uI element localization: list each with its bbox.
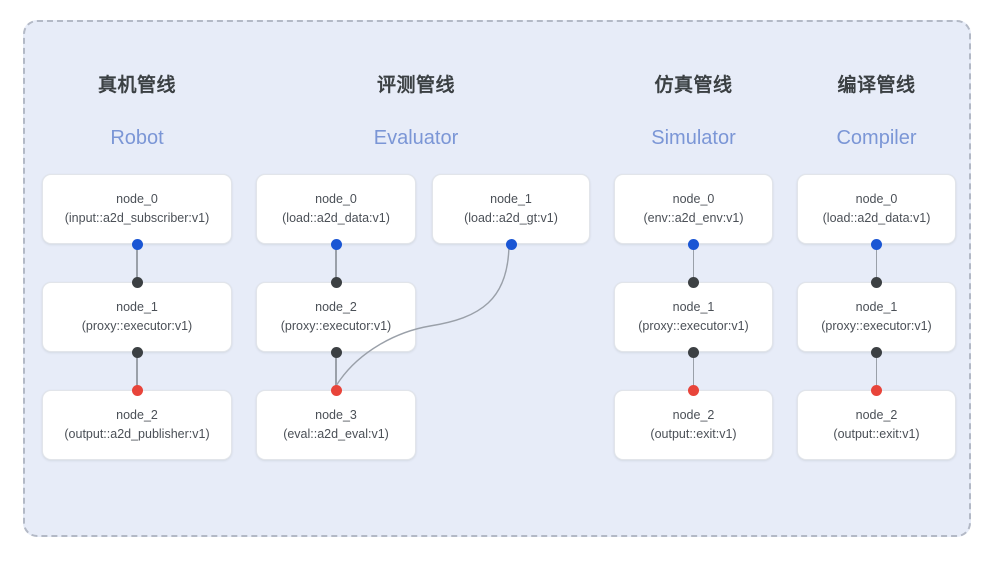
port-output-dot[interactable] — [871, 238, 882, 250]
node-card[interactable]: node_3 (eval::a2d_eval:v1) — [256, 390, 416, 460]
column-title-evaluator: 评测管线 — [376, 75, 455, 96]
node-spec: (proxy::executor:v1) — [638, 319, 749, 333]
column-subtitle-evaluator: Evaluator — [373, 127, 459, 149]
port-output-dot[interactable] — [871, 346, 882, 358]
node-spec: (load::a2d_data:v1) — [282, 211, 390, 225]
node-name: node_0 — [116, 191, 158, 206]
port-output-dot[interactable] — [131, 238, 143, 250]
port-output-dot[interactable] — [330, 346, 342, 358]
node-spec: (proxy::executor:v1) — [280, 319, 392, 333]
node-card[interactable]: node_1 (proxy::executor:v1) — [797, 282, 956, 352]
column-subtitle-simulator: Simulator — [651, 127, 736, 149]
node-name: node_2 — [672, 407, 715, 422]
edge-segment — [692, 244, 695, 282]
port-output-dot[interactable] — [688, 346, 699, 358]
port-output-dot[interactable] — [330, 238, 342, 250]
port-input-dot[interactable] — [688, 276, 699, 288]
edge-segment — [875, 244, 878, 282]
node-card[interactable]: node_1 (proxy::executor:v1) — [42, 282, 232, 352]
node-spec: (eval::a2d_eval:v1) — [283, 427, 389, 441]
node-name: node_2 — [315, 299, 357, 314]
port-input-dot[interactable] — [330, 276, 342, 288]
node-name: node_0 — [855, 191, 898, 206]
edge-segment — [136, 352, 138, 390]
node-spec: (output::exit:v1) — [833, 427, 920, 441]
node-card[interactable]: node_2 (proxy::executor:v1) — [256, 282, 416, 352]
node-name: node_0 — [315, 191, 357, 206]
column-title-compiler: 编译管线 — [837, 75, 916, 96]
node-name: node_1 — [490, 191, 532, 206]
node-spec: (output::a2d_publisher:v1) — [64, 427, 210, 441]
node-card[interactable]: node_2 (output::a2d_publisher:v1) — [42, 390, 232, 460]
node-spec: (load::a2d_data:v1) — [822, 211, 931, 225]
port-output-dot[interactable] — [688, 238, 699, 250]
pipeline-panel: 真机管线 Robot node_0 (input::a2d_subscriber… — [23, 20, 971, 537]
edge-segment — [692, 352, 695, 390]
port-input-dot[interactable] — [688, 384, 699, 396]
port-output-dot[interactable] — [505, 238, 517, 250]
node-spec: (output::exit:v1) — [650, 427, 737, 441]
node-card[interactable]: node_1 (load::a2d_gt:v1) — [432, 174, 590, 244]
node-spec: (env::a2d_env:v1) — [643, 211, 744, 225]
column-subtitle-compiler: Compiler — [836, 127, 917, 149]
node-card[interactable]: node_2 (output::exit:v1) — [614, 390, 773, 460]
node-name: node_2 — [855, 407, 898, 422]
port-input-dot[interactable] — [330, 384, 342, 396]
node-card[interactable]: node_0 (load::a2d_data:v1) — [797, 174, 956, 244]
node-name: node_3 — [315, 407, 357, 422]
edge-segment — [875, 352, 878, 390]
node-card[interactable]: node_0 (load::a2d_data:v1) — [256, 174, 416, 244]
node-spec: (input::a2d_subscriber:v1) — [64, 211, 210, 225]
column-title-robot: 真机管线 — [97, 75, 176, 96]
column-title-simulator: 仿真管线 — [654, 75, 733, 96]
port-input-dot[interactable] — [871, 276, 882, 288]
node-name: node_2 — [116, 407, 158, 422]
port-output-dot[interactable] — [131, 346, 143, 358]
node-name: node_0 — [672, 191, 715, 206]
node-name: node_1 — [116, 299, 158, 314]
port-input-dot[interactable] — [871, 384, 882, 396]
node-card[interactable]: node_1 (proxy::executor:v1) — [614, 282, 773, 352]
node-name: node_1 — [855, 299, 898, 314]
column-subtitle-robot: Robot — [110, 127, 164, 149]
node-spec: (proxy::executor:v1) — [81, 319, 193, 333]
port-input-dot[interactable] — [131, 384, 143, 396]
edge-segment — [136, 244, 138, 282]
node-card[interactable]: node_2 (output::exit:v1) — [797, 390, 956, 460]
node-spec: (load::a2d_gt:v1) — [464, 211, 558, 225]
node-card[interactable]: node_0 (env::a2d_env:v1) — [614, 174, 773, 244]
node-name: node_1 — [672, 299, 715, 314]
node-spec: (proxy::executor:v1) — [821, 319, 932, 333]
port-input-dot[interactable] — [131, 276, 143, 288]
node-card[interactable]: node_0 (input::a2d_subscriber:v1) — [42, 174, 232, 244]
